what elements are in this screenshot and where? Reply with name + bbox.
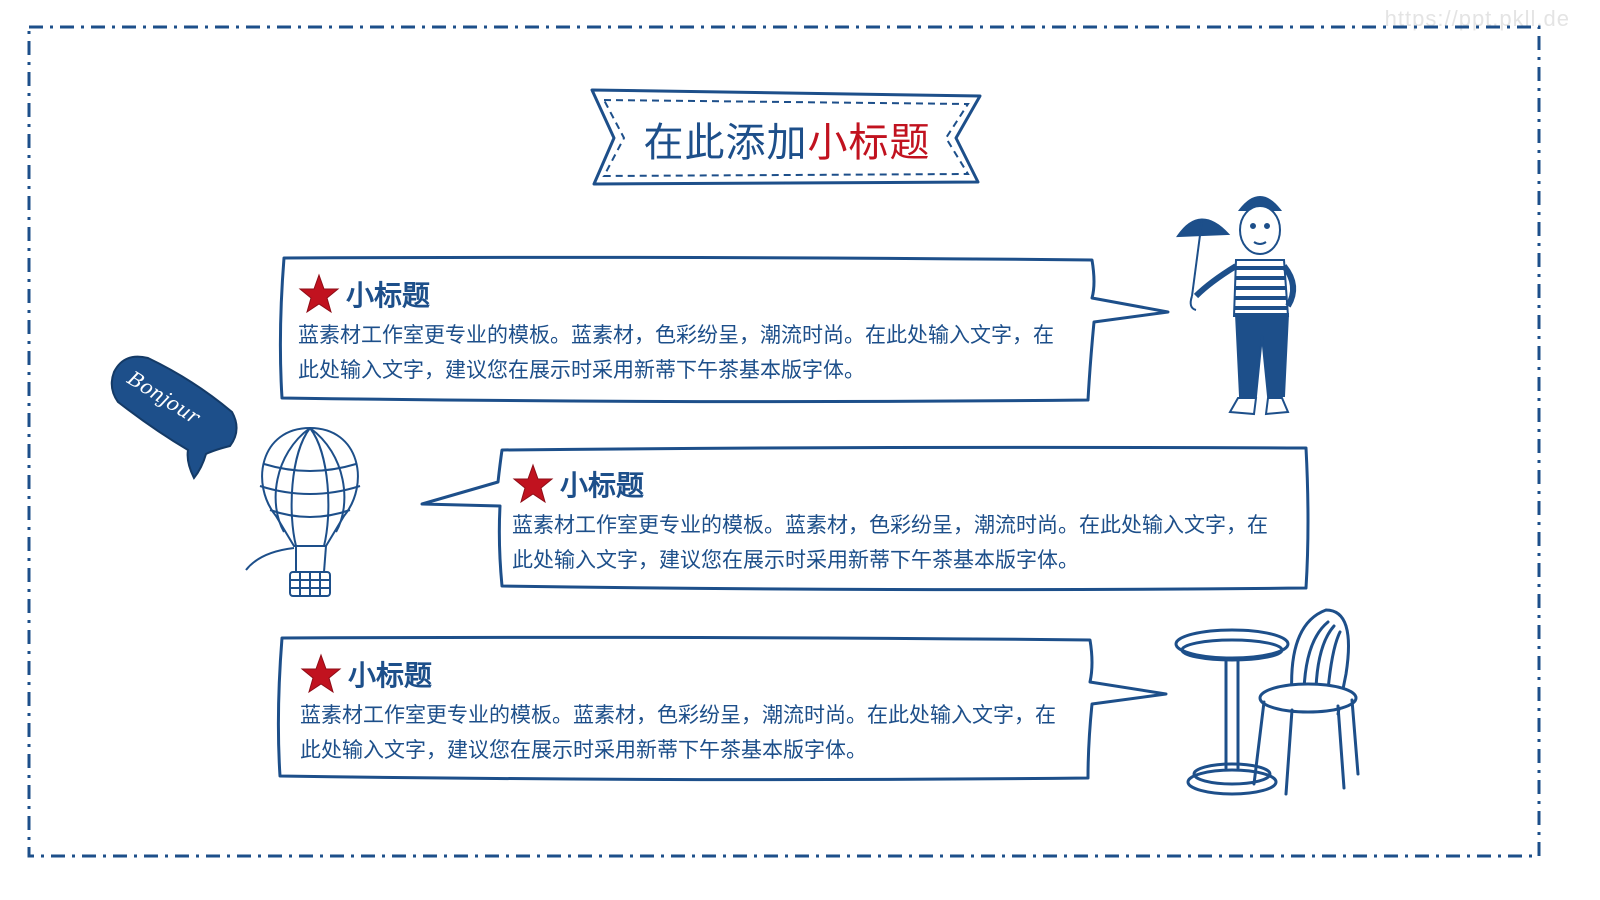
bubble-body: 蓝素材工作室更专业的模板。蓝素材，色彩纷呈，潮流时尚。在此处输入文字，在此处输入… — [512, 513, 1268, 572]
bubble-body: 蓝素材工作室更专业的模板。蓝素材，色彩纷呈，潮流时尚。在此处输入文字，在此处输入… — [298, 323, 1054, 382]
red-star-icon — [512, 463, 554, 504]
bonjour-flag-icon: Bonjour — [110, 355, 238, 480]
bubble-outline — [278, 255, 1170, 404]
cafe-table-chair-icon — [1174, 608, 1360, 796]
bubble-body: 蓝素材工作室更专业的模板。蓝素材，色彩纷呈，潮流时尚。在此处输入文字，在此处输入… — [300, 703, 1056, 762]
bubble-outline — [420, 445, 1310, 592]
page-title: 在此添加小标题 — [590, 110, 984, 168]
speech-bubble-1: 小标题 蓝素材工作室更专业的模板。蓝素材，色彩纷呈，潮流时尚。在此处输入文字，在… — [276, 254, 1176, 404]
red-star-icon — [298, 273, 340, 314]
title-ribbon: 在此添加小标题 — [590, 88, 984, 188]
speech-bubble-3: 小标题 蓝素材工作室更专业的模板。蓝素材，色彩纷呈，潮流时尚。在此处输入文字，在… — [274, 634, 1174, 782]
bubble-heading: 小标题 — [346, 279, 431, 312]
title-accent: 小标题 — [807, 120, 931, 166]
bubble-heading: 小标题 — [560, 469, 645, 502]
mime-with-umbrella-icon — [1176, 196, 1297, 416]
title-prefix: 在此添加 — [643, 120, 808, 166]
speech-bubble-2: 小标题 蓝素材工作室更专业的模板。蓝素材，色彩纷呈，潮流时尚。在此处输入文字，在… — [420, 444, 1312, 592]
red-star-icon — [300, 653, 342, 694]
ribbon-shape — [590, 88, 982, 186]
hot-air-balloon-icon — [245, 426, 361, 597]
bubble-heading: 小标题 — [348, 659, 433, 692]
bubble-outline — [276, 635, 1168, 782]
